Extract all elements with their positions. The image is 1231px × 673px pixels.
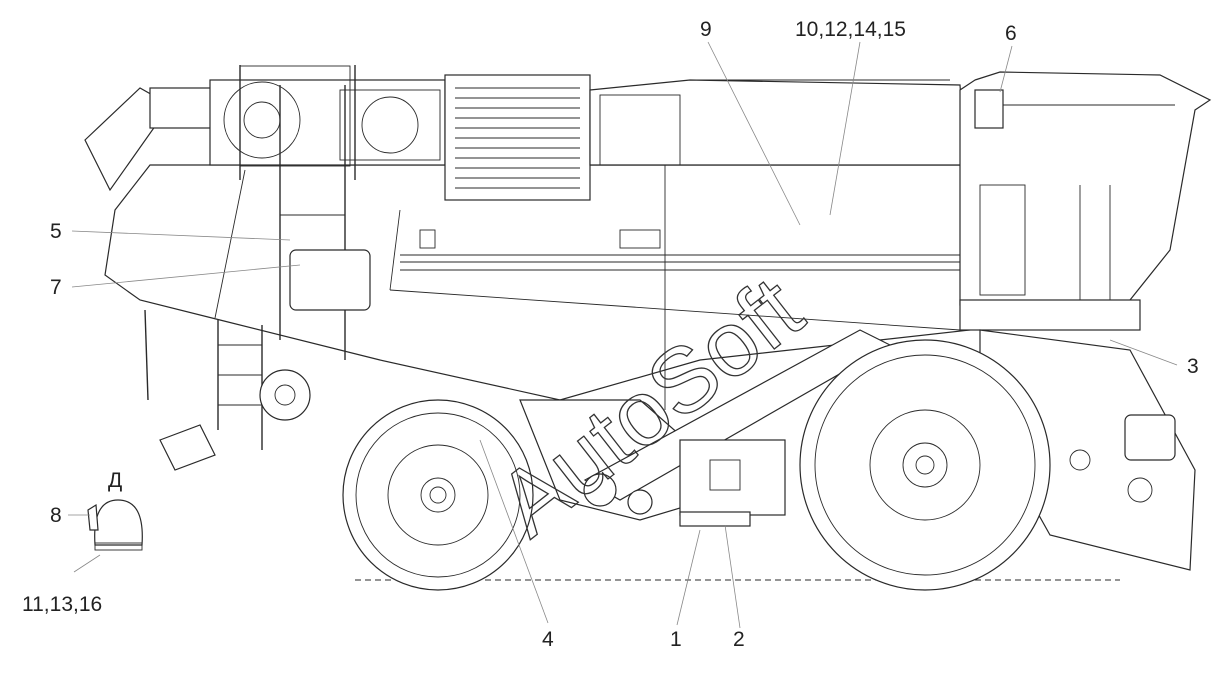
callout-6: 6 (1005, 22, 1017, 45)
front-wheel (799, 339, 1051, 591)
grain-tank (589, 79, 966, 166)
callout-11-13-16: 11,13,16 (22, 593, 102, 616)
drive-assembly (519, 329, 892, 527)
callout-5: 5 (50, 220, 62, 243)
callout-9: 9 (700, 18, 712, 41)
callout-4: 4 (542, 628, 554, 651)
callout-3: 3 (1187, 355, 1199, 378)
operator-cab (959, 71, 1212, 331)
engine-compartment (209, 65, 446, 167)
view-letter: Д (108, 469, 122, 492)
callout-1: 1 (670, 628, 682, 651)
callout-10-12-14-15: 10,12,14,15 (795, 18, 906, 41)
unloading-auger (84, 87, 221, 192)
machine-body (104, 164, 971, 410)
radiator-grille (444, 74, 591, 201)
access-ladder (217, 65, 371, 450)
detail-view-d (87, 499, 143, 551)
callout-7: 7 (50, 276, 62, 299)
rear-beater (144, 309, 311, 471)
callout-2: 2 (733, 628, 745, 651)
callout-8: 8 (50, 504, 62, 527)
leader-lines (68, 41, 1178, 629)
rear-wheel (342, 399, 534, 591)
